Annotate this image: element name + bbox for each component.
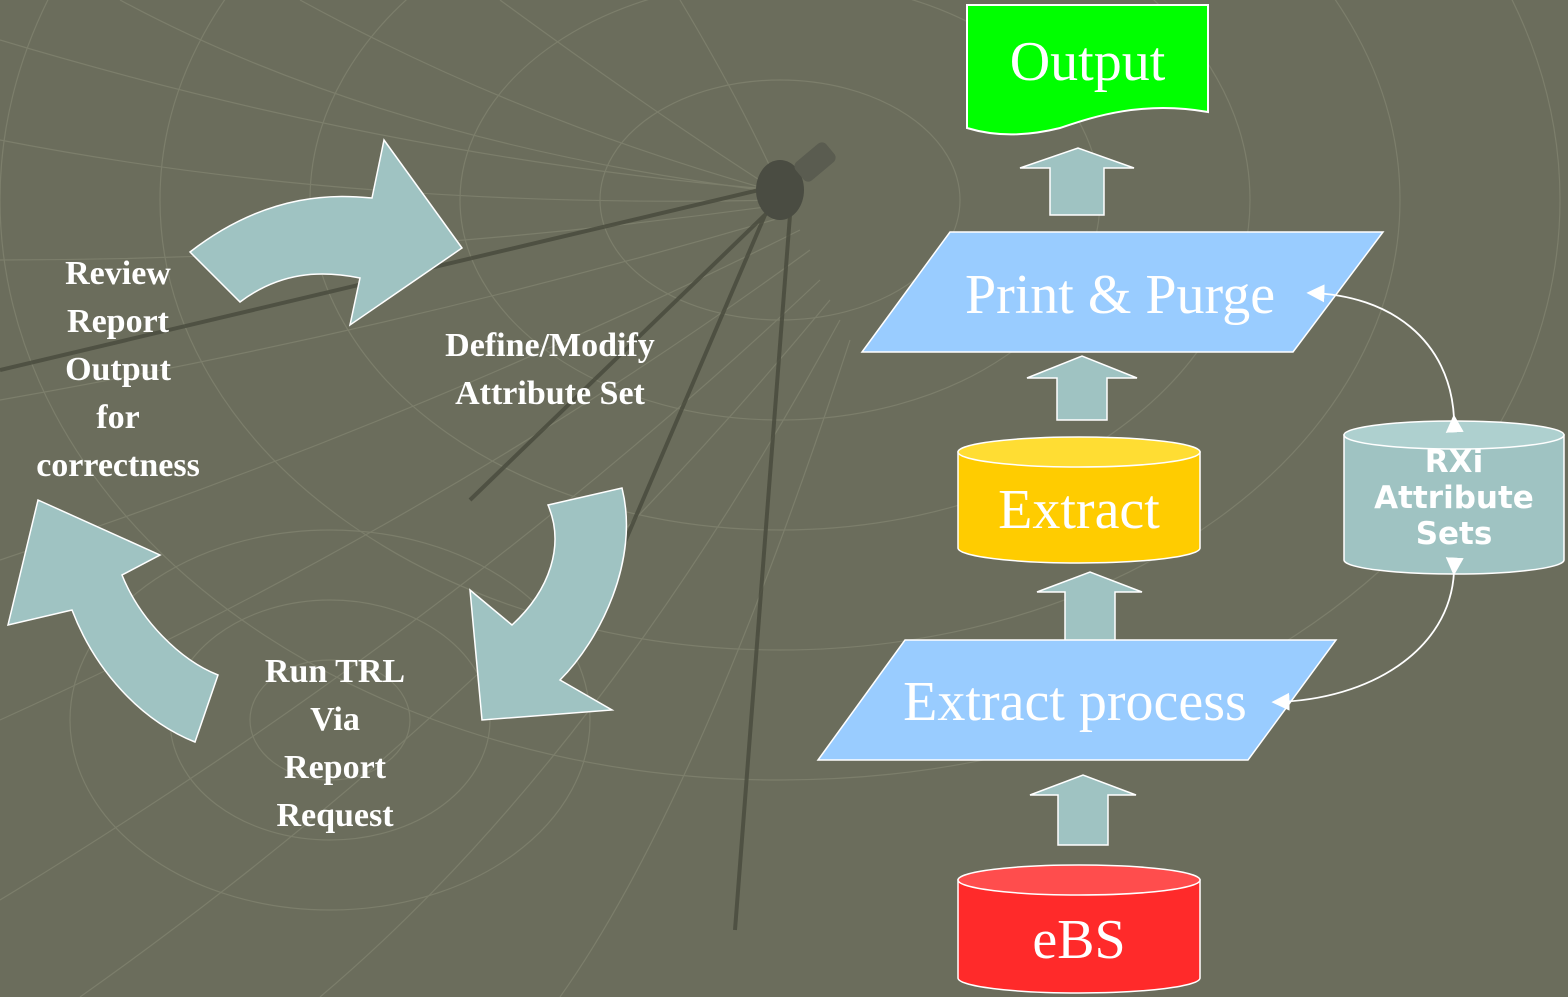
ebs-label: eBS [1032, 909, 1126, 971]
print-purge-label: Print & Purge [964, 264, 1276, 326]
print-purge-node [860, 231, 1385, 353]
flow-arrow-to-print [1026, 355, 1138, 421]
extract-process-node [816, 639, 1338, 761]
review-output-label: Review Report Output for correctness [36, 255, 200, 484]
flow-arrow-from-ebs [1029, 774, 1137, 846]
ebs-cylinder [957, 864, 1201, 994]
flow-arrow-to-extract [1036, 571, 1143, 643]
run-trl-label: Run TRL Via Report Request [264, 653, 406, 834]
cycle-arrow-right [469, 487, 628, 721]
extract-label: Extract [998, 479, 1160, 541]
connector-print-rxi [1306, 284, 1464, 433]
cycle-arrow-top [188, 138, 464, 327]
satellite-dish-icon [756, 142, 836, 220]
flow-arrow-to-output [1019, 147, 1135, 216]
extract-process-label: Extract process [903, 671, 1247, 733]
cycle-arrow-left [6, 498, 219, 743]
output-label: Output [1009, 31, 1166, 93]
connector-extract-rxi [1271, 557, 1464, 711]
rxi-attribute-sets-label: RXi Attribute Sets [1374, 444, 1534, 552]
define-modify-label: Define/Modify Attribute Set [445, 327, 655, 412]
extract-cylinder [957, 436, 1201, 564]
output-node [966, 4, 1209, 136]
